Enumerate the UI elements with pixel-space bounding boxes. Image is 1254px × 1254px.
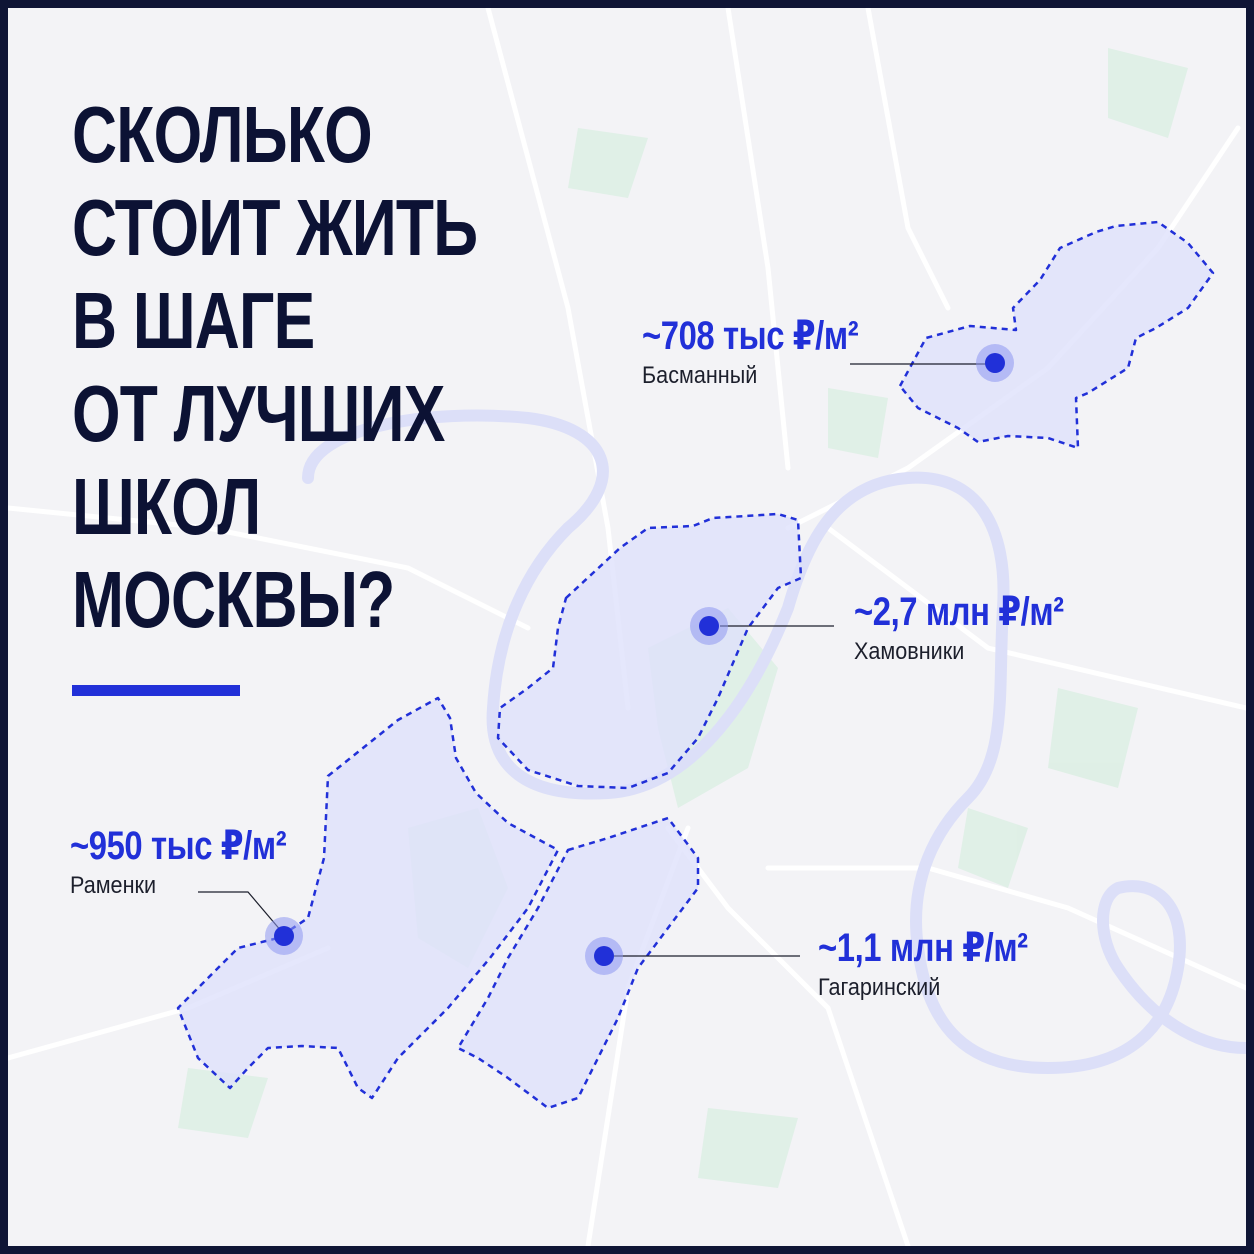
moscow-map <box>8 8 1246 1246</box>
district-name-khamovniki: Хамовники <box>854 638 965 665</box>
headline-line: В ШАГЕ <box>72 276 315 365</box>
district-name-gagarinsky: Гагаринский <box>818 974 941 1001</box>
road <box>765 865 1246 991</box>
leader-line-ramenki <box>198 891 283 933</box>
map-frame: СКОЛЬКО СТОИТ ЖИТЬ В ШАГЕ ОТ ЛУЧШИХ ШКОЛ… <box>8 8 1246 1246</box>
moskva-river <box>302 409 1246 1074</box>
headline-line: СТОИТ ЖИТЬ <box>72 183 478 272</box>
marker-dot-khamovniki <box>699 616 719 636</box>
road <box>665 825 911 1246</box>
district-area-ramenki <box>176 696 560 1100</box>
label-basmanny: ~708 тыс ₽/м² Басманный <box>642 314 906 390</box>
price-gagarinsky: ~1,1 млн ₽/м² <box>818 926 1028 970</box>
park-area <box>958 808 1028 888</box>
district-areas <box>176 220 1215 1110</box>
headline-line: ШКОЛ <box>72 462 261 551</box>
marker-dot-ramenki <box>274 926 294 946</box>
park-area <box>828 388 888 458</box>
headline-line: ОТ ЛУЧШИХ <box>72 369 445 458</box>
price-khamovniki: ~2,7 млн ₽/м² <box>854 590 1064 634</box>
label-khamovniki: ~2,7 млн ₽/м² Хамовники <box>854 590 1110 666</box>
headline-line: МОСКВЫ? <box>72 555 395 644</box>
district-area-khamovniki <box>496 512 803 790</box>
marker-dot-gagarinsky <box>594 946 614 966</box>
price-ramenki: ~950 тыс ₽/м² <box>70 824 287 868</box>
district-markers <box>265 344 1014 975</box>
district-area-gagarinsky <box>456 816 700 1110</box>
marker-dot-basmanny <box>985 353 1005 373</box>
park-area <box>568 128 648 198</box>
park-area <box>178 1068 268 1138</box>
road <box>725 8 791 471</box>
park-area <box>1048 688 1138 788</box>
label-ramenki: ~950 тыс ₽/м² Раменки <box>70 824 334 900</box>
district-name-basmanny: Басманный <box>642 362 758 389</box>
park-area <box>1108 48 1188 138</box>
leader-lines <box>198 363 990 957</box>
district-area-basmanny <box>898 220 1215 450</box>
road <box>865 8 951 311</box>
park-area <box>698 1108 798 1188</box>
road <box>825 525 1246 711</box>
price-basmanny: ~708 тыс ₽/м² <box>642 314 859 358</box>
label-gagarinsky: ~1,1 млн ₽/м² Гагаринский <box>818 926 1074 1002</box>
headline-underline <box>72 685 240 696</box>
headline-line: СКОЛЬКО <box>72 90 373 179</box>
headline: СКОЛЬКО СТОИТ ЖИТЬ В ШАГЕ ОТ ЛУЧШИХ ШКОЛ… <box>72 88 478 646</box>
district-name-ramenki: Раменки <box>70 872 157 899</box>
road <box>8 505 531 631</box>
